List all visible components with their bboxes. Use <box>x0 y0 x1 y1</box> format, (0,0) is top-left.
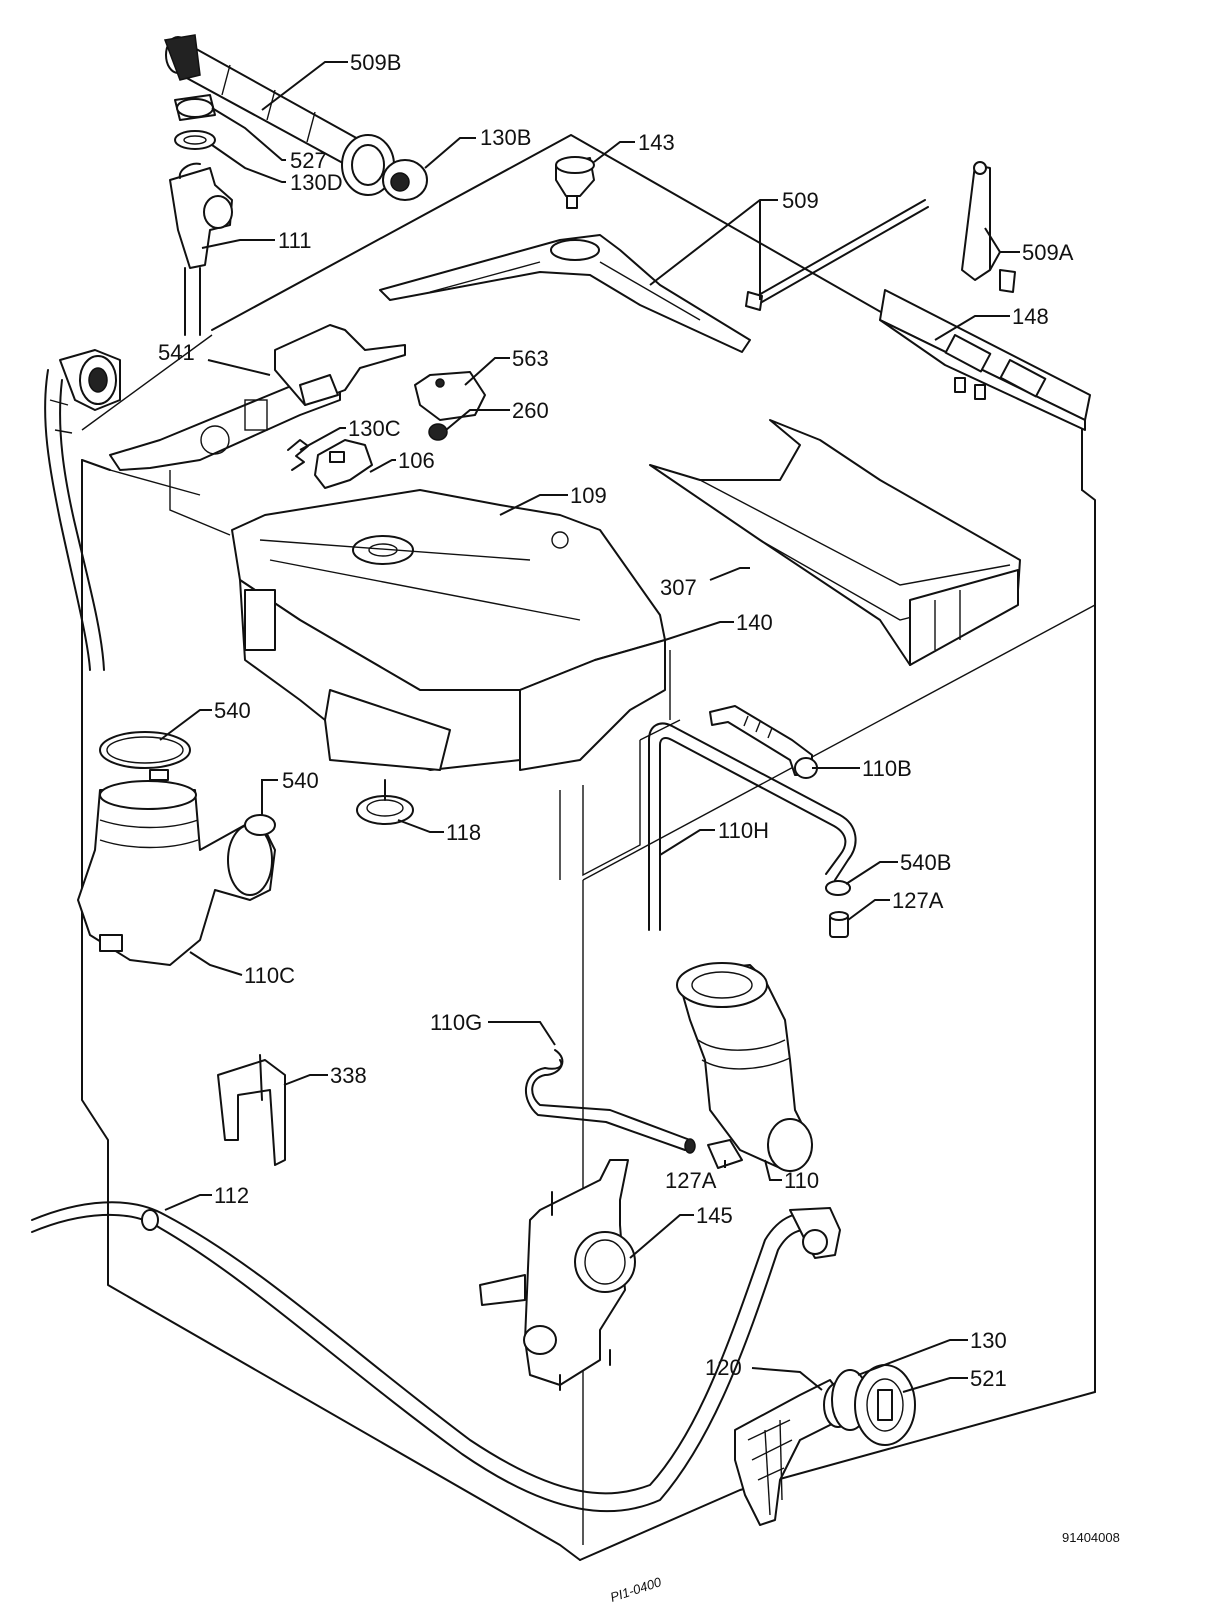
label-110b: 110B <box>862 756 912 781</box>
label-140: 140 <box>736 610 773 635</box>
label-127a-upper: 127A <box>892 888 944 913</box>
label-110: 110 <box>784 1168 819 1193</box>
filter-120 <box>734 1379 853 1526</box>
filter-cap-521 <box>854 1364 916 1446</box>
label-111: 111 <box>278 228 311 253</box>
label-112: 112 <box>214 1183 249 1208</box>
clip-338 <box>217 1054 286 1166</box>
label-130d: 130D <box>290 170 343 195</box>
label-143: 143 <box>638 130 675 155</box>
label-540-top: 540 <box>214 698 251 723</box>
inlet-hose-541 <box>44 349 121 671</box>
drain-hose-112 <box>31 1201 841 1513</box>
label-127a-lower: 127A <box>665 1168 717 1193</box>
label-541: 541 <box>158 340 195 365</box>
spring-260 <box>428 423 448 441</box>
label-148: 148 <box>1012 304 1049 329</box>
detergent-drawer-307 <box>649 419 1021 666</box>
label-540b: 540B <box>900 850 951 875</box>
knob-143 <box>555 156 595 209</box>
label-130b: 130B <box>480 125 531 150</box>
elbow-bellows-110 <box>676 962 813 1172</box>
label-120: 120 <box>705 1355 742 1380</box>
label-521: 521 <box>970 1366 1007 1391</box>
label-260: 260 <box>512 398 549 423</box>
label-109: 109 <box>570 483 607 508</box>
label-130: 130 <box>970 1328 1007 1353</box>
label-106: 106 <box>398 448 435 473</box>
label-509: 509 <box>782 188 819 213</box>
valve-bracket-541 <box>109 324 406 471</box>
clamp-540-side <box>244 814 276 836</box>
label-509b: 509B <box>350 50 401 75</box>
label-145: 145 <box>696 1203 733 1228</box>
washer-130d <box>174 130 216 150</box>
dispenser-housing-109 <box>231 489 666 771</box>
lever-509a <box>961 161 1016 293</box>
part-labels: 509B 527 130D 130B 143 509 509A 111 148 … <box>158 50 1074 1391</box>
label-110c: 110C <box>244 963 295 988</box>
hose-110b <box>709 705 818 779</box>
drawer-handle-148 <box>879 289 1091 431</box>
cover-563 <box>414 371 486 421</box>
rod-509 <box>745 199 929 311</box>
cabinet-outline <box>81 134 1096 1561</box>
nozzle-127a-lower <box>707 1139 743 1169</box>
label-338: 338 <box>330 1063 367 1088</box>
clamp-540b <box>825 880 851 896</box>
label-540-side: 540 <box>282 768 319 793</box>
bellows-110c <box>77 780 276 966</box>
hose-nut-527 <box>174 94 216 121</box>
inlet-valve-tube <box>163 34 395 196</box>
inlet-hose-111 <box>169 162 233 336</box>
valve-nut-130b <box>382 159 428 201</box>
clamp-540-top <box>99 731 191 781</box>
nozzle-127a-upper <box>829 911 849 938</box>
label-509a: 509A <box>1022 240 1074 265</box>
label-110h: 110H <box>718 818 769 843</box>
gear-118 <box>356 779 414 825</box>
spray-arm-509 <box>379 234 751 353</box>
spring-130c <box>287 439 309 471</box>
drawing-stamp: PI1-0400 <box>608 1574 664 1605</box>
label-307: 307 <box>660 575 697 600</box>
label-118: 118 <box>446 820 481 845</box>
label-130c: 130C <box>348 416 401 441</box>
label-563: 563 <box>512 346 549 371</box>
hose-110g <box>524 1049 696 1154</box>
label-110g: 110G <box>430 1010 482 1035</box>
label-527: 527 <box>290 148 327 173</box>
pipe-110h <box>648 722 857 931</box>
pump-housing-145 <box>479 1159 636 1391</box>
leader-lines <box>159 61 1020 1393</box>
drawing-code: 91404008 <box>1062 1530 1120 1545</box>
switch-106 <box>314 439 373 489</box>
